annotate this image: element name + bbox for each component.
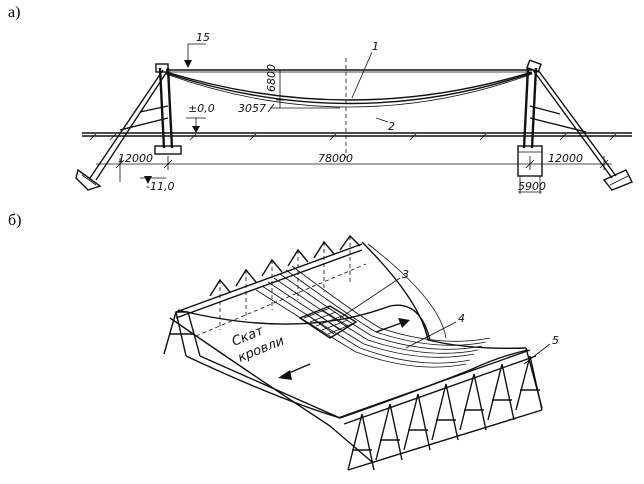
- svg-text:3057: 3057: [238, 102, 266, 115]
- svg-text:2: 2: [388, 120, 395, 133]
- slope-arrow: [278, 363, 311, 380]
- left-mast: [75, 63, 182, 191]
- panel-label-b: б): [8, 212, 22, 229]
- dim-foundation: 5900: [518, 176, 546, 194]
- dim-main-span: 78000: [318, 152, 353, 165]
- callout-2: 2: [375, 117, 395, 133]
- dim-right-span: 12000: [548, 152, 583, 165]
- ground-line: [82, 132, 632, 141]
- dim-6800: 6800: [265, 64, 284, 108]
- dim-depth: -11,0: [140, 176, 174, 193]
- svg-text:1: 1: [372, 40, 379, 53]
- svg-text:±0,0: ±0,0: [188, 102, 215, 115]
- svg-text:-11,0: -11,0: [146, 180, 174, 193]
- right-mast: [517, 59, 633, 191]
- right-arrow: [375, 318, 410, 333]
- back-truss-row: [175, 234, 367, 337]
- right-end-edge: [525, 347, 543, 409]
- cable-crossing-zone: [298, 305, 358, 339]
- dim-zero-marker: ±0,0: [186, 102, 215, 133]
- callout-4: 4: [405, 312, 465, 349]
- span-dimension-line: 12000 78000 12000: [96, 152, 612, 182]
- panel-label-a: а): [8, 4, 21, 21]
- dim-3057: 3057: [238, 102, 340, 115]
- left-end-truss: [163, 311, 201, 357]
- dim-left-span: 12000: [118, 152, 153, 165]
- callout-1: 1: [351, 40, 379, 99]
- svg-text:3: 3: [402, 268, 409, 281]
- roof-surface: [169, 241, 529, 463]
- callout-5: 5: [523, 334, 559, 365]
- svg-text:4: 4: [458, 312, 465, 325]
- sagging-cables: [165, 71, 533, 108]
- svg-text:6800: 6800: [265, 64, 278, 92]
- callout-3: 3: [339, 268, 409, 319]
- dim-15-marker: 15: [184, 31, 210, 68]
- cable-bundle: [255, 265, 491, 368]
- svg-text:5900: 5900: [518, 180, 546, 193]
- svg-text:15: 15: [196, 31, 210, 44]
- svg-text:5: 5: [552, 334, 559, 347]
- front-truss-row: [337, 349, 543, 471]
